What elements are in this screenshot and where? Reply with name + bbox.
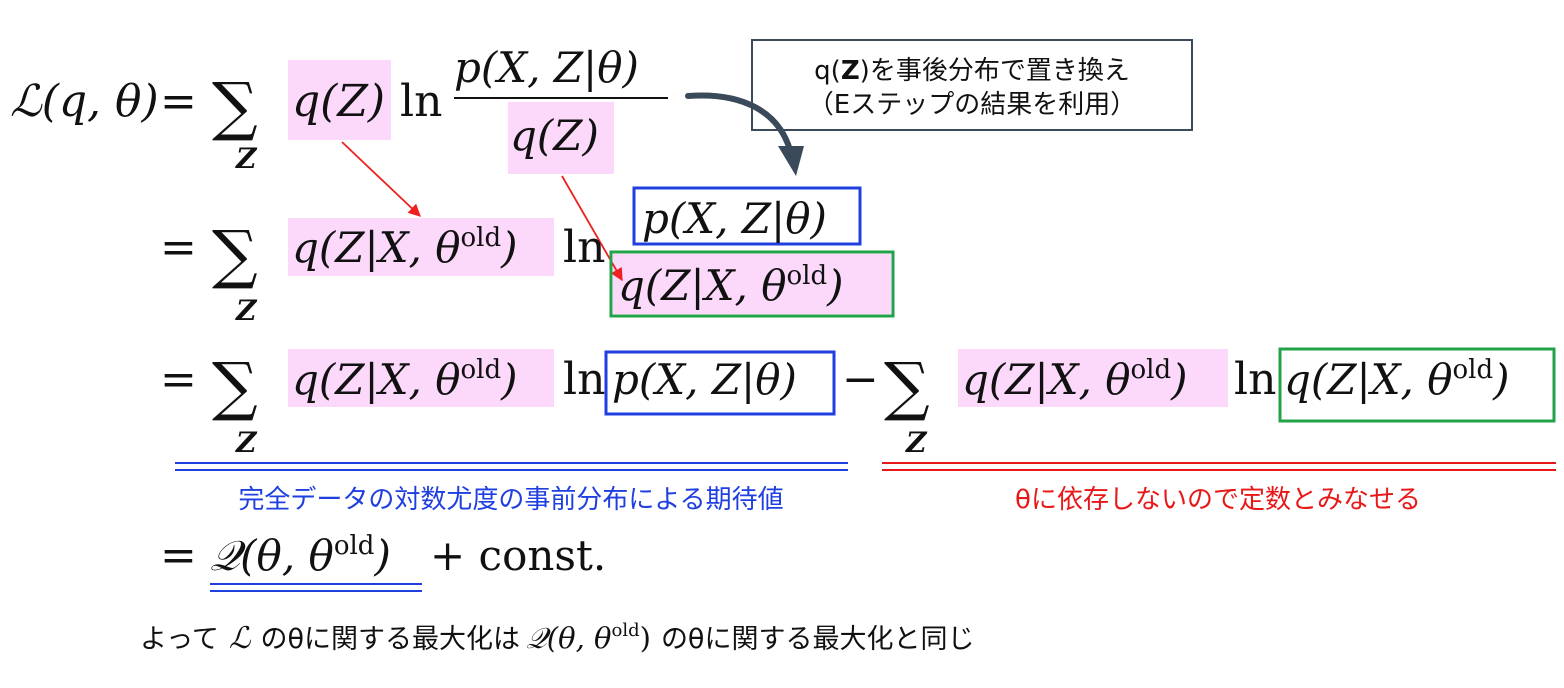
callout-line-2: （Eステップの結果を利用）: [808, 90, 1136, 120]
q-posterior-close: ): [1492, 355, 1509, 404]
equation-line-1: ℒ(q, θ) = ∑ Z q(Z) ln p(X, Z|θ) q(Z): [10, 43, 668, 175]
conclusion-Q-sup: old: [611, 620, 639, 641]
summation-symbol-2: ∑: [884, 350, 930, 424]
equals-sign: =: [160, 222, 197, 273]
highlight-q-post-denominator: [613, 254, 891, 314]
fraction-denominator-posterior: q(Z|X, θold): [618, 261, 844, 310]
callout-box: [751, 39, 1193, 131]
green-box-posterior: [1278, 347, 1556, 423]
highlight-q-z-line1: [288, 60, 391, 140]
q-function: 𝒬(θ, θold): [210, 531, 391, 580]
q-posterior-close: ): [500, 223, 517, 272]
plus-const: + const.: [430, 531, 606, 580]
conclusion-Q-close: ): [640, 621, 651, 655]
q-posterior-close: ): [500, 355, 517, 404]
q-posterior-body: q(Z|X, θ: [292, 223, 461, 272]
summation-symbol: ∑: [212, 350, 258, 424]
old-superscript: old: [1131, 355, 1172, 385]
callout-line-1: q(Z)を事後分布で置き換え: [814, 56, 1130, 86]
q-posterior: q(Z|X, θold): [292, 355, 518, 404]
conclusion-part-1: よって: [140, 624, 219, 655]
old-superscript: old: [461, 355, 502, 385]
callout-z-bold: Z: [841, 56, 860, 86]
denominator-close: ): [826, 261, 843, 310]
ln-operator: ln: [563, 354, 605, 405]
equation-line-4: = 𝒬(θ, θold) + const.: [160, 530, 606, 592]
equals-sign: =: [160, 76, 197, 127]
q-posterior-close: ): [1170, 355, 1187, 404]
summation-subscript: Z: [235, 142, 258, 175]
old-superscript: old: [461, 223, 502, 253]
red-label: θに依存しないので定数とみなせる: [1015, 485, 1421, 515]
old-superscript: old: [334, 531, 375, 561]
conclusion-Q: 𝒬(θ, θ: [526, 621, 612, 655]
summation-subscript-2: Z: [905, 426, 928, 459]
q-posterior-2: q(Z|X, θold): [962, 355, 1188, 404]
ln-operator: ln: [400, 76, 442, 127]
q-function-body: 𝒬(θ, θ: [210, 531, 334, 580]
minus-sign: −: [842, 354, 879, 405]
fraction-numerator: p(X, Z|θ): [454, 43, 639, 92]
fraction-numerator-joint: p(X, Z|θ): [642, 194, 827, 243]
lhs-L-q-theta: ℒ(q, θ): [10, 76, 159, 127]
callout-curved-arrow: [685, 92, 793, 153]
blue-box-joint: [604, 350, 836, 416]
highlight-q-post2-line3: [958, 349, 1228, 407]
q-posterior: q(Z|X, θold): [292, 223, 518, 272]
callout-arrow-head: [778, 146, 804, 176]
q-function-close: ): [373, 531, 390, 580]
conclusion-part-3: のθに関する最大化と同じ: [661, 624, 975, 655]
q-posterior-body: q(Z|X, θ: [962, 355, 1131, 404]
denominator-body: q(Z|X, θ: [618, 261, 787, 310]
ln-operator: ln: [563, 222, 605, 273]
highlight-q-post-line2: [288, 218, 554, 276]
red-arrow-left: [341, 141, 421, 217]
q-posterior-body: q(Z|X, θ: [1284, 355, 1453, 404]
summation-symbol: ∑: [212, 70, 258, 144]
pink-highlights: [288, 60, 1228, 407]
ln-operator-2: ln: [1234, 354, 1276, 405]
equals-sign: =: [160, 530, 197, 581]
old-superscript: old: [1453, 355, 1494, 385]
callout-q-open: q(: [814, 56, 841, 86]
blue-box-joint-numerator: [632, 186, 862, 246]
summation-subscript: Z: [235, 294, 258, 327]
conclusion-part-2: のθに関する最大化は: [260, 624, 520, 655]
summation-subscript: Z: [235, 426, 258, 459]
green-box-posterior-denominator: [609, 250, 895, 318]
equation-line-2: = ∑ Z q(Z|X, θold) ln p(X, Z|θ) q(Z|X, θ…: [160, 186, 895, 327]
blue-label: 完全データの対数尤度の事前分布による期待値: [238, 485, 783, 515]
equation-line-3: = ∑ Z q(Z|X, θold) ln p(X, Z|θ) − ∑ Z q(…: [160, 347, 1556, 459]
callout-rest: )を事後分布で置き換え: [860, 56, 1130, 86]
equals-sign: =: [160, 354, 197, 405]
q-posterior-body: q(Z|X, θ: [292, 355, 461, 404]
old-superscript: old: [787, 261, 828, 291]
highlight-q-post-line3: [288, 349, 554, 407]
highlight-q-z-denominator: [508, 102, 614, 174]
underline-annotations: 完全データの対数尤度の事前分布による期待値 θに依存しないので定数とみなせる: [175, 462, 1556, 515]
conclusion-L: ℒ: [229, 621, 252, 656]
joint-probability: p(X, Z|θ): [612, 355, 797, 404]
callout: q(Z)を事後分布で置き換え （Eステップの結果を利用）: [685, 39, 1193, 176]
fraction-denominator: q(Z): [510, 111, 599, 160]
q-posterior-3: q(Z|X, θold): [1284, 355, 1510, 404]
q-z: q(Z): [292, 76, 385, 127]
summation-symbol: ∑: [212, 218, 258, 292]
